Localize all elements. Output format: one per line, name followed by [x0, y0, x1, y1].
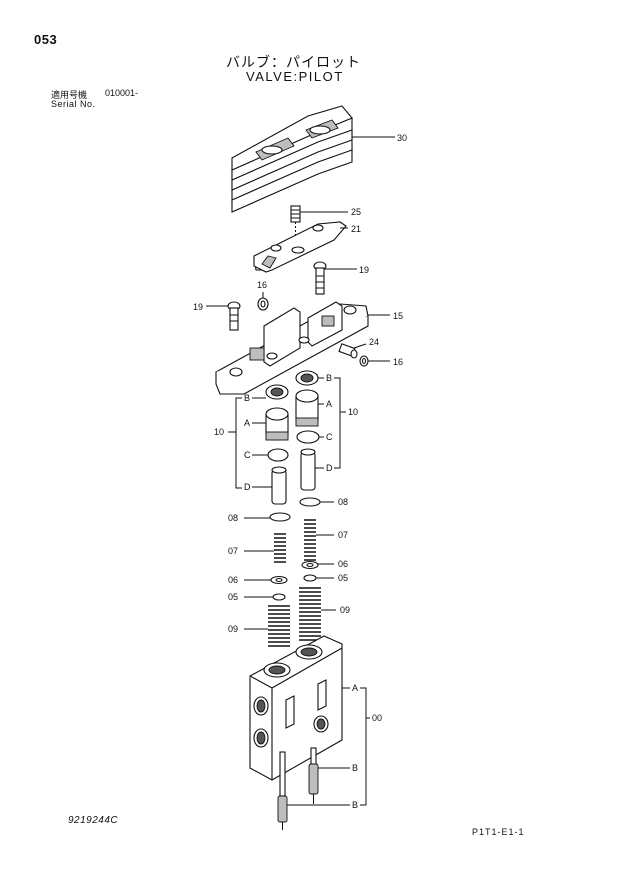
bolt-part-19-left: [227, 301, 241, 331]
page-code: P1T1-E1-1: [472, 827, 525, 837]
callout-09-right: 09: [340, 605, 350, 615]
serial-label-english: Serial No.: [51, 99, 96, 109]
callout-08-right: 08: [338, 497, 348, 507]
boot-cover-part-30: [231, 105, 353, 213]
callout-08-left: 08: [228, 513, 238, 523]
callout-09-left: 09: [228, 624, 238, 634]
callout-05-right: 05: [338, 573, 348, 583]
callout-a-body: A: [352, 683, 358, 693]
callout-07-left: 07: [228, 546, 238, 556]
pusher-assembly-left: [265, 384, 291, 522]
callout-b-body-upper: B: [352, 763, 358, 773]
spool-part-b-left: [277, 751, 288, 830]
plate-part-21: [253, 221, 347, 273]
callout-10-right: 10: [348, 407, 358, 417]
washer-part-05-left: [272, 593, 286, 601]
washer-part-06-right: [301, 560, 319, 570]
callout-10-left: 10: [214, 427, 224, 437]
callout-a-left: A: [244, 418, 250, 428]
drawing-number: 9219244C: [68, 815, 119, 826]
callout-b-right: B: [326, 373, 332, 383]
spring-part-07-right: [304, 519, 316, 561]
casing-part-15: [215, 301, 369, 395]
spring-part-09-right: [299, 587, 321, 641]
spool-part-b-right: [308, 747, 319, 804]
page-number: 053: [34, 32, 58, 47]
callout-a-right: A: [326, 399, 332, 409]
valve-body-part-00: [249, 635, 343, 781]
callout-16-left: 16: [257, 280, 267, 290]
callout-19-left: 19: [193, 302, 203, 312]
washer-part-05-right: [303, 574, 317, 582]
callout-30: 30: [397, 133, 407, 143]
spring-part-09-left: [268, 605, 290, 647]
callout-b-left: B: [244, 393, 250, 403]
serial-value: 010001-: [105, 88, 139, 98]
spring-part-07-left: [274, 533, 286, 563]
callout-labels: 30 25 21 19 16 19 15 24 16 B A C D 10 B …: [193, 133, 407, 810]
callout-c-left: C: [244, 450, 251, 460]
leader-lines: [206, 136, 395, 806]
title-english: VALVE:PILOT: [246, 69, 344, 84]
callout-06-right: 06: [338, 559, 348, 569]
washer-part-06-left: [270, 575, 288, 585]
bolt-part-19-right: [313, 261, 327, 295]
pusher-assembly-right: [295, 370, 321, 507]
callout-d-right: D: [326, 463, 333, 473]
set-screw-part-25: [290, 205, 301, 236]
callout-00: 00: [372, 713, 382, 723]
o-ring-part-16-left: [257, 297, 269, 311]
title-japanese: バルブ：パイロット: [226, 55, 361, 71]
callout-c-right: C: [326, 432, 333, 442]
callout-d-left: D: [244, 482, 251, 492]
callout-05-left: 05: [228, 592, 238, 602]
serial-label-japanese: 適用号機: [51, 91, 88, 101]
pin-part-24: [338, 343, 358, 359]
callout-19-right: 19: [359, 265, 369, 275]
callout-07-right: 07: [338, 530, 348, 540]
callout-15: 15: [393, 311, 403, 321]
callout-25: 25: [351, 207, 361, 217]
callout-16-right: 16: [393, 357, 403, 367]
callout-21: 21: [351, 224, 361, 234]
callout-24: 24: [369, 337, 379, 347]
callout-06-left: 06: [228, 575, 238, 585]
o-ring-part-16-right: [359, 355, 369, 367]
callout-b-body-lower: B: [352, 800, 358, 810]
